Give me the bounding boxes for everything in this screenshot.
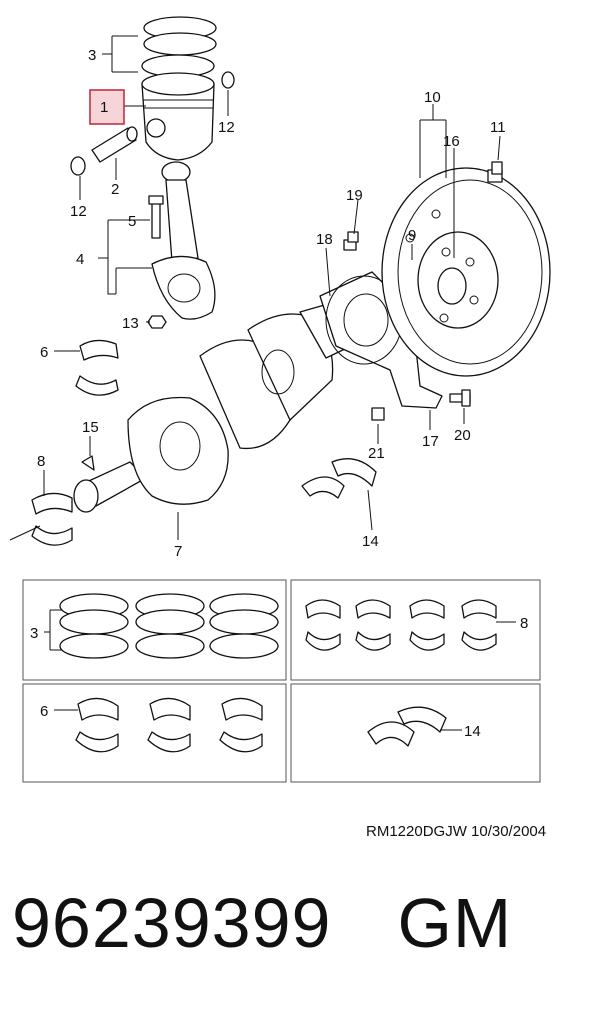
callout-9[interactable]: 9	[408, 227, 416, 244]
rod-bearing-shells[interactable]	[75, 339, 119, 396]
piston-pin[interactable]	[91, 126, 138, 163]
snap-ring-right[interactable]	[221, 71, 235, 89]
panel-rod-bearings-art[interactable]	[54, 697, 263, 753]
panel-main-bearings-art[interactable]	[305, 599, 516, 651]
panel-rings-callout[interactable]: 3	[30, 625, 38, 642]
callout-labels: 1 2 3 4 5 6 7 8 9 10 11 12 12 13 14 15 1…	[37, 47, 506, 560]
callout-1[interactable]: 1	[100, 99, 108, 116]
callout-13[interactable]: 13	[122, 315, 139, 332]
callout-16[interactable]: 16	[443, 133, 460, 150]
crank-key[interactable]	[81, 455, 95, 471]
callout-4[interactable]: 4	[76, 251, 84, 268]
rod-nut[interactable]	[147, 315, 167, 329]
connecting-rod[interactable]	[151, 161, 216, 320]
callout-6[interactable]: 6	[40, 344, 48, 361]
brand-name: GM	[397, 884, 513, 962]
callout-10[interactable]: 10	[424, 89, 441, 106]
panel-rings-art[interactable]	[44, 593, 279, 659]
piston-rings[interactable]	[141, 16, 217, 78]
main-bearing-shells[interactable]	[31, 492, 73, 546]
panel-piston-rings	[22, 579, 287, 681]
callout-14[interactable]: 14	[362, 533, 379, 550]
retainer-bolt-lower[interactable]	[449, 389, 471, 407]
panel-rod-bearings-callout[interactable]: 6	[40, 703, 48, 720]
panel-main-bearings-callout[interactable]: 8	[520, 615, 528, 632]
panel-thrust-washers-art[interactable]	[367, 706, 462, 747]
callout-12-right[interactable]: 12	[218, 119, 235, 136]
rod-bolt[interactable]	[148, 195, 164, 239]
panel-thrust-washers-callout[interactable]: 14	[464, 723, 481, 740]
diagram-reference: RM1220DGJW 10/30/2004	[366, 823, 546, 840]
callout-20[interactable]: 20	[454, 427, 471, 444]
callout-3[interactable]: 3	[88, 47, 96, 64]
highlight-box-part-1	[89, 89, 125, 125]
callout-18[interactable]: 18	[316, 231, 333, 248]
panel-rod-bearings	[22, 683, 287, 783]
callout-11[interactable]: 11	[490, 119, 506, 136]
callout-21[interactable]: 21	[368, 445, 385, 462]
flywheel-bolt[interactable]	[487, 161, 503, 183]
piston[interactable]	[141, 72, 215, 161]
thrust-washers[interactable]	[301, 458, 377, 499]
callout-19[interactable]: 19	[346, 187, 363, 204]
panel-main-bearings	[290, 579, 541, 681]
callout-5[interactable]: 5	[128, 213, 136, 230]
callout-8[interactable]: 8	[37, 453, 45, 470]
callout-7[interactable]: 7	[174, 543, 182, 560]
flywheel[interactable]	[381, 167, 551, 377]
callout-15[interactable]: 15	[82, 419, 99, 436]
leader-lines	[9, 35, 501, 541]
panel-thrust-washers	[290, 683, 541, 783]
callout-2[interactable]: 2	[111, 181, 119, 198]
snap-ring-left[interactable]	[70, 156, 86, 176]
callout-17[interactable]: 17	[422, 433, 439, 450]
dowel-pin[interactable]	[371, 407, 385, 421]
callout-12-left[interactable]: 12	[70, 203, 87, 220]
part-number: 96239399	[12, 884, 332, 962]
retainer-bolt[interactable]	[343, 231, 359, 251]
